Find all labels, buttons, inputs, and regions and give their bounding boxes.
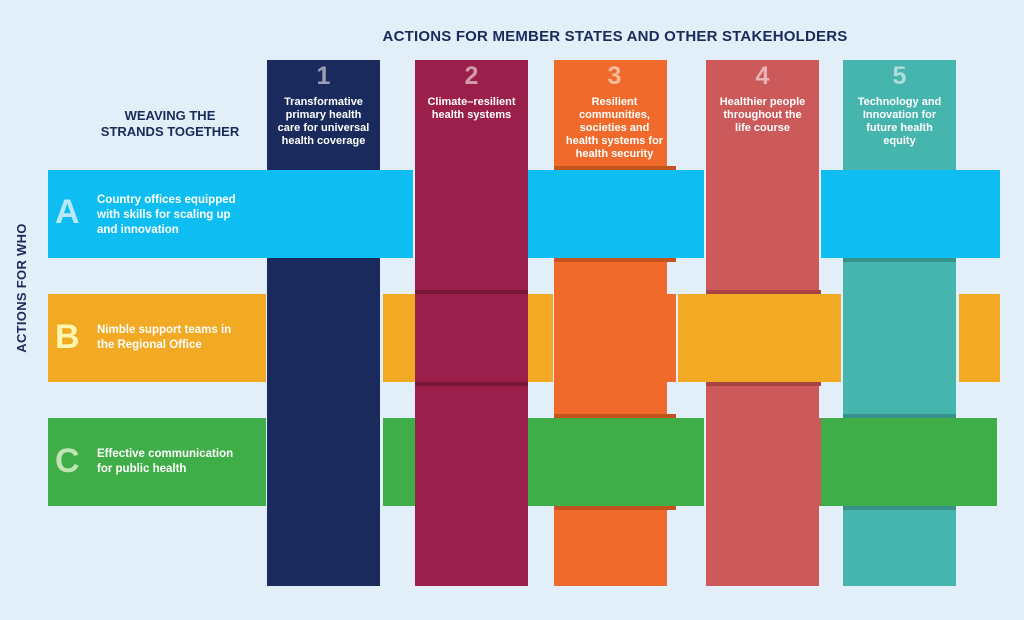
row-b-letter: B xyxy=(55,318,80,356)
column-2-number: 2 xyxy=(464,62,479,90)
column-1-strip xyxy=(267,418,380,506)
column-3-shadow xyxy=(554,506,676,510)
row-b-strip xyxy=(678,294,841,382)
column-label-line: future health xyxy=(866,122,933,134)
row-label-line: Country offices equipped xyxy=(97,194,236,206)
column-label-line: primary health xyxy=(285,109,362,121)
row-a-label: Country offices equipped with skills for… xyxy=(97,193,267,238)
row-c-strip xyxy=(528,418,704,506)
row-c-strip xyxy=(48,418,266,506)
diagram-title: ACTIONS FOR MEMBER STATES AND OTHER STAK… xyxy=(382,28,848,45)
column-3-strip xyxy=(554,294,676,382)
row-b-strip xyxy=(704,294,706,382)
column-label-line: equity xyxy=(883,135,916,147)
column-label-line: health systems xyxy=(431,109,512,121)
row-c-label: Effective communication for public healt… xyxy=(97,447,267,477)
column-2-shadow xyxy=(415,382,528,386)
column-label-line: life course xyxy=(734,122,791,134)
row-label-line: and innovation xyxy=(97,224,179,236)
column-4-shadow xyxy=(706,382,821,386)
column-5-shadow xyxy=(843,414,956,418)
column-2-shadow xyxy=(415,290,528,294)
column-5-shadow xyxy=(843,506,956,510)
column-3-shadow xyxy=(554,166,676,170)
row-b-label: Nimble support teams in the Regional Off… xyxy=(97,323,267,353)
column-4-shadow xyxy=(706,290,821,294)
row-label-line: Effective communication xyxy=(97,448,234,460)
column-label-line: throughout the xyxy=(723,109,802,121)
row-c-strip xyxy=(821,418,997,506)
column-3-number: 3 xyxy=(607,62,622,90)
column-4-strip xyxy=(706,418,821,506)
column-label-line: Technology and xyxy=(857,96,942,108)
row-c-strip xyxy=(383,418,415,506)
column-label-line: health systems for xyxy=(565,135,664,147)
column-label-line: health coverage xyxy=(281,135,366,147)
column-3-shadow xyxy=(554,414,676,418)
row-b-strip xyxy=(959,294,1000,382)
row-a-strip xyxy=(821,170,1000,258)
row-c-letter: C xyxy=(55,442,80,480)
column-label-line: care for universal xyxy=(277,122,370,134)
weaving-label-line: STRANDS TOGETHER xyxy=(100,124,240,139)
column-5-strip xyxy=(843,294,956,382)
column-5-label: Technology and Innovation for future hea… xyxy=(843,96,956,148)
column-label-line: communities, xyxy=(579,109,650,121)
column-label-line: Healthier people xyxy=(719,96,806,108)
row-a-strip xyxy=(48,170,413,258)
row-label-line: the Regional Office xyxy=(97,339,202,351)
column-5-number: 5 xyxy=(892,62,907,90)
side-label: ACTIONS FOR WHO xyxy=(14,223,29,353)
row-label-line: with skills for scaling up xyxy=(97,209,231,221)
weaving-label: WEAVING THE STRANDS TOGETHER xyxy=(55,108,285,140)
weaving-label-line: WEAVING THE xyxy=(124,108,216,123)
column-4-label: Healthier people throughout the life cou… xyxy=(706,96,819,135)
row-label-line: Nimble support teams in xyxy=(97,324,232,336)
column-1-strip xyxy=(267,294,380,382)
column-5-shadow xyxy=(843,258,956,262)
column-2-strip xyxy=(415,294,528,382)
row-a-strip xyxy=(528,170,704,258)
row-label-line: for public health xyxy=(97,463,187,475)
column-3-shadow xyxy=(554,258,676,262)
column-3-label: Resilient communities, societies and hea… xyxy=(558,96,671,161)
column-2-label: Climate–resilient health systems xyxy=(415,96,528,122)
row-b-strip xyxy=(48,294,266,382)
column-label-line: Innovation for xyxy=(862,109,937,121)
column-2-strip xyxy=(415,418,528,506)
column-1-label: Transformative primary health care for u… xyxy=(267,96,380,148)
column-1-number: 1 xyxy=(316,62,331,90)
column-label-line: health security xyxy=(575,148,654,160)
column-label-line: Transformative xyxy=(284,96,363,108)
row-a-letter: A xyxy=(55,193,80,231)
column-label-line: societies and xyxy=(579,122,650,134)
column-label-line: Climate–resilient xyxy=(427,96,516,108)
column-4-number: 4 xyxy=(755,62,770,90)
column-label-line: Resilient xyxy=(591,96,638,108)
